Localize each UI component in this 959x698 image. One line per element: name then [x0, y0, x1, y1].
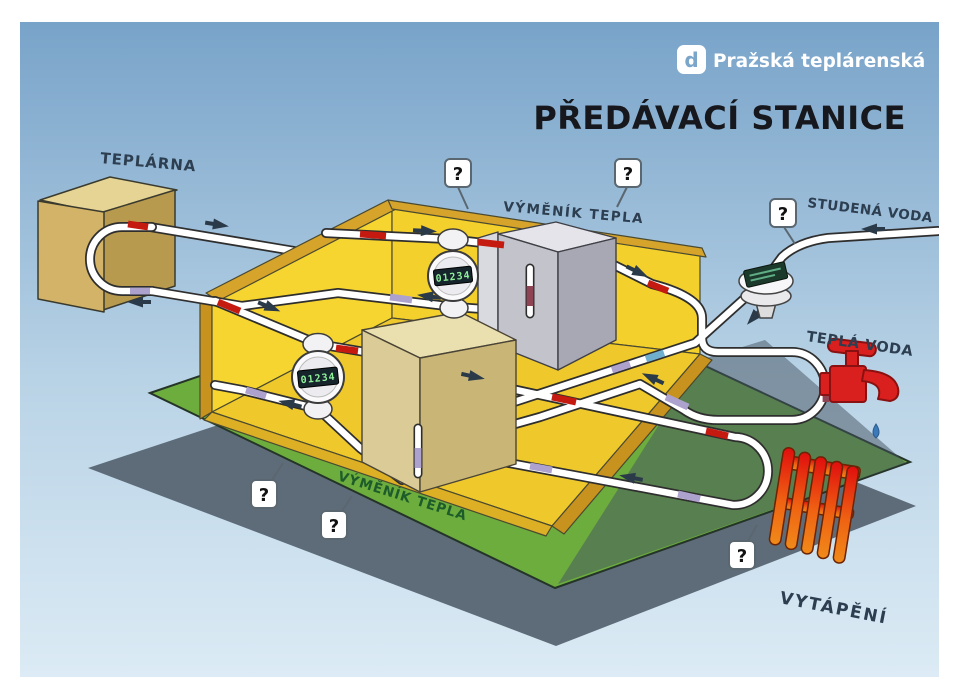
- question-mark: ?: [329, 516, 339, 537]
- hotspot-1[interactable]: ?: [444, 158, 472, 210]
- question-mark: ?: [259, 485, 269, 506]
- heating-plant-building: [37, 176, 178, 313]
- heat-meter-upper: 01234: [427, 228, 479, 319]
- plant-front-wall: [37, 200, 105, 313]
- hotspot-6[interactable]: ?: [728, 524, 758, 570]
- brand-logo-glyph: d: [684, 48, 698, 72]
- meter-display: [432, 265, 474, 287]
- hotspot-4[interactable]: ?: [250, 462, 284, 509]
- water-drop-icon: [872, 423, 880, 439]
- question-mark: ?: [778, 204, 788, 225]
- station-left-wall-outer: [199, 295, 213, 420]
- question-mark: ?: [623, 164, 633, 185]
- heat-exchanger-secondary: [361, 311, 517, 493]
- faucet-icon: [819, 337, 900, 403]
- brand-logo-icon: [677, 45, 706, 74]
- water-meter: [738, 261, 794, 319]
- pipe-temperature-segments: [127, 220, 830, 503]
- page-title: PŘEDÁVACÍ STANICE: [533, 99, 906, 137]
- meter-reading: 01234: [300, 372, 336, 387]
- water-meter-display: [743, 261, 789, 288]
- heat-meter-lower: 01234: [291, 332, 345, 420]
- meter-reading: 01234: [435, 270, 471, 285]
- pipe-supply-behind-wall: [145, 222, 317, 259]
- brand-logo: d Pražská teplárenská: [677, 45, 925, 74]
- exchanger-side: [557, 237, 617, 371]
- station-floor-edge-left: [203, 411, 553, 537]
- radiator-icon: [768, 447, 861, 564]
- meter-display: [296, 366, 340, 389]
- hotspot-3[interactable]: ?: [769, 198, 797, 245]
- brand-name: Pražská teplárenská: [713, 51, 925, 72]
- hotspot-5[interactable]: ?: [320, 495, 353, 540]
- question-mark: ?: [737, 546, 747, 567]
- hotspot-2[interactable]: ?: [614, 158, 642, 208]
- question-mark: ?: [453, 164, 463, 185]
- question-hotspots: ? ? ? ? ? ?: [250, 158, 797, 570]
